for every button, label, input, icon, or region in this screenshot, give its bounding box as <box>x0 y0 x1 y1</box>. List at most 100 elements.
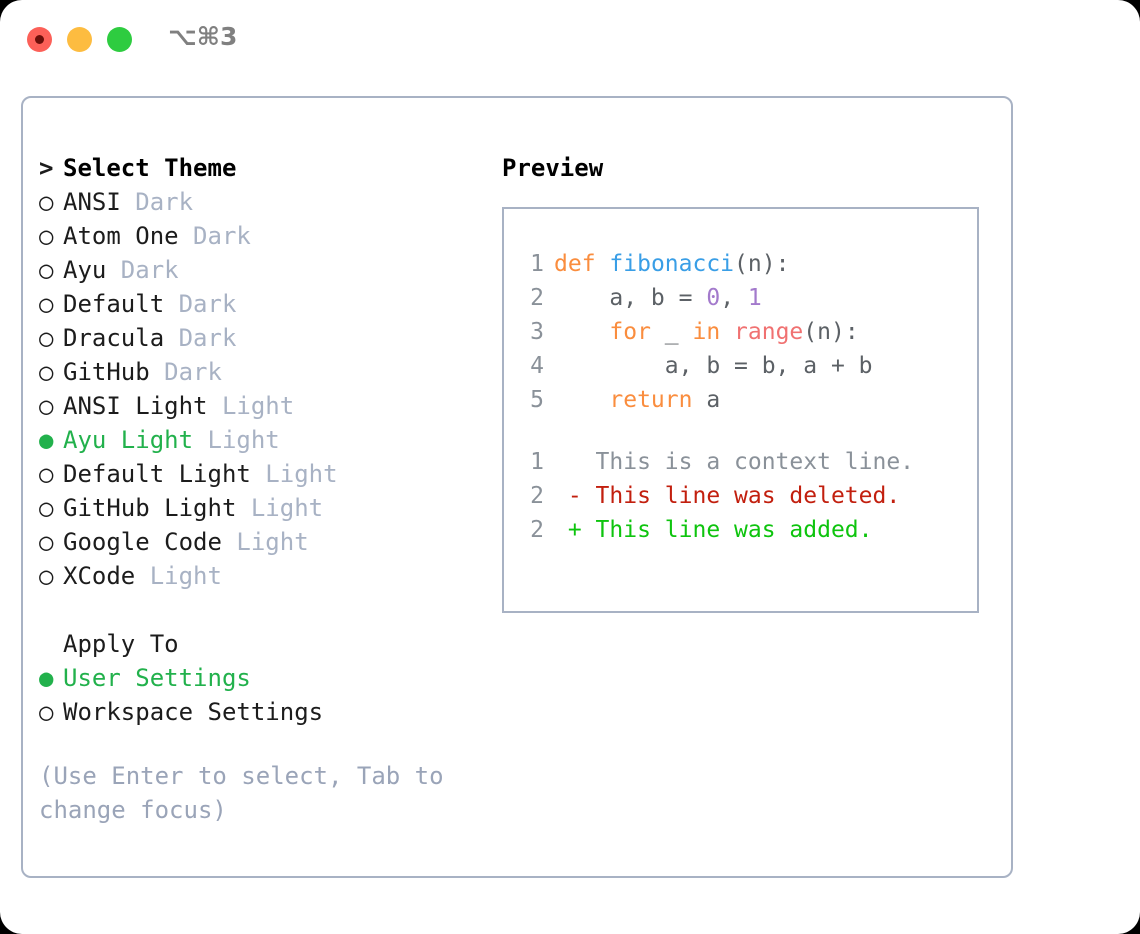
radio-unselected-icon: ○ <box>39 460 54 488</box>
theme-option-label: Ayu <box>63 256 121 284</box>
theme-option-list: ○ANSI Dark○Atom One Dark○Ayu Dark○Defaul… <box>39 185 479 593</box>
apply-to-option-user-settings[interactable]: ●User Settings <box>39 661 479 695</box>
theme-option-label: XCode <box>63 562 150 590</box>
code-token: 1 <box>747 285 762 311</box>
theme-option-github-light[interactable]: ○GitHub Light Light <box>39 491 479 525</box>
theme-option-ansi[interactable]: ○ANSI Dark <box>39 185 479 219</box>
code-token: range <box>734 319 804 345</box>
code-line: 5 return a <box>518 383 971 417</box>
recording-indicator-icon <box>35 35 44 44</box>
apply-to-option-workspace-settings[interactable]: ○ Workspace Settings <box>39 695 479 729</box>
code-token <box>554 387 609 413</box>
theme-option-label: Dracula <box>63 324 179 352</box>
radio-unselected-icon: ○ <box>39 290 54 318</box>
select-theme-heading: > Select Theme <box>39 151 479 185</box>
code-token: return <box>609 387 693 413</box>
theme-option-kind: Dark <box>135 188 194 216</box>
code-token: a <box>692 387 721 413</box>
title-bar: ⌥⌘3 <box>0 0 1140 80</box>
code-token: 0 <box>706 285 721 311</box>
code-token: in <box>692 319 721 345</box>
code-token: (n): <box>734 251 790 277</box>
theme-option-kind: Light <box>236 528 309 556</box>
apply-to-option-label: Workspace Settings <box>63 698 324 726</box>
code-token <box>720 319 734 345</box>
theme-option-kind: Light <box>207 426 280 454</box>
theme-option-xcode[interactable]: ○XCode Light <box>39 559 479 593</box>
radio-unselected-icon: ○ <box>39 698 54 726</box>
code-token: , <box>720 285 748 311</box>
theme-option-ayu-light[interactable]: ●Ayu Light Light <box>39 423 479 457</box>
theme-option-label: Default Light <box>63 460 266 488</box>
theme-option-label: Google Code <box>63 528 237 556</box>
list-spacer <box>39 593 479 627</box>
theme-option-kind: Light <box>221 392 295 420</box>
theme-picker-panel: >Select Theme ○ANSI Dark○Atom One Dark○A… <box>21 96 1013 878</box>
radio-unselected-icon: ○ <box>39 392 54 420</box>
code-line: 2 a, b = 0, 1 <box>518 281 971 315</box>
theme-option-ayu[interactable]: ○Ayu Dark <box>39 253 479 287</box>
code-token: a, b = <box>554 285 707 311</box>
radio-selected-icon: ● <box>39 426 54 454</box>
diff-line-number: 2 <box>530 517 544 543</box>
diff-line: 2 - This line was deleted. <box>518 479 971 513</box>
code-token <box>596 251 610 277</box>
preview-heading: Preview <box>502 154 604 182</box>
theme-option-kind: Light <box>265 460 338 488</box>
select-theme-heading-label: Select Theme <box>63 154 237 182</box>
theme-option-github[interactable]: ○ GitHub Dark <box>39 355 479 389</box>
theme-option-kind: Dark <box>193 222 251 250</box>
code-token: def <box>554 251 596 277</box>
theme-option-label: GitHub Light <box>63 494 251 522</box>
theme-option-google-code[interactable]: ○ Google Code Light <box>39 525 479 559</box>
code-token: (n): <box>803 319 859 345</box>
theme-option-default-light[interactable]: ○ Default Light Light <box>39 457 479 491</box>
apply-to-heading-label: Apply To <box>63 630 179 658</box>
theme-option-ansi-light[interactable]: ○ANSI Light Light <box>39 389 479 423</box>
theme-option-dracula[interactable]: ○ Dracula Dark <box>39 321 479 355</box>
code-token: fibonacci <box>609 251 735 277</box>
maximize-window-button[interactable] <box>107 27 132 52</box>
diff-line: 2 + This line was added. <box>518 513 971 547</box>
preview-section-gap <box>518 417 971 445</box>
diff-line-number: 1 <box>530 449 544 475</box>
code-line-number: 3 <box>530 319 544 345</box>
code-token: a, b = b, a + b <box>554 353 873 379</box>
minimize-window-button[interactable] <box>67 27 92 52</box>
diff-line-text: This is a context line. <box>554 449 915 475</box>
apply-to-option-label: User Settings <box>63 664 251 692</box>
cursor-prompt-icon: > <box>39 154 54 182</box>
apply-to-option-list: ●User Settings ○ Workspace Settings <box>39 661 479 729</box>
theme-option-kind: Light <box>250 494 324 522</box>
theme-option-atom-one[interactable]: ○ Atom One Dark <box>39 219 479 253</box>
theme-option-kind: Dark <box>178 324 237 352</box>
code-line-number: 5 <box>530 387 544 413</box>
code-token: for <box>609 319 651 345</box>
radio-unselected-icon: ○ <box>39 324 54 352</box>
theme-option-default[interactable]: ○Default Dark <box>39 287 479 321</box>
diff-line-text: + This line was added. <box>554 517 873 543</box>
apply-to-heading: Apply To <box>39 627 479 661</box>
theme-option-kind: Dark <box>164 358 222 386</box>
radio-unselected-icon: ○ <box>39 222 54 250</box>
keyboard-shortcut-label: ⌥⌘3 <box>168 22 238 51</box>
theme-option-kind: Light <box>149 562 222 590</box>
code-line: 1 def fibonacci(n): <box>518 247 971 281</box>
code-line: 3 for _ in range(n): <box>518 315 971 349</box>
radio-unselected-icon: ○ <box>39 358 54 386</box>
radio-unselected-icon: ○ <box>39 188 54 216</box>
theme-option-label: Atom One <box>63 222 194 250</box>
radio-unselected-icon: ○ <box>39 528 54 556</box>
diff-line: 1 This is a context line. <box>518 445 971 479</box>
diff-line-text: - This line was deleted. <box>554 483 901 509</box>
code-line-number: 1 <box>530 251 544 277</box>
theme-option-label: GitHub <box>63 358 165 386</box>
code-token <box>554 319 609 345</box>
code-line: 4 a, b = b, a + b <box>518 349 971 383</box>
theme-option-kind: Dark <box>178 290 237 318</box>
code-line-number: 2 <box>530 285 544 311</box>
